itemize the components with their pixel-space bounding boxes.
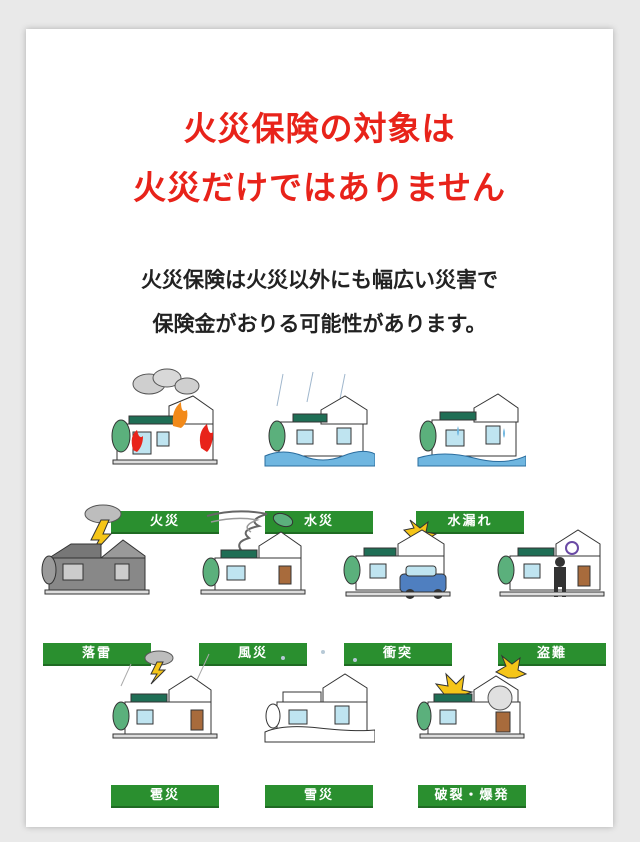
explosion-icon (416, 654, 528, 739)
lightning-icon (41, 504, 150, 595)
peril-label: 破裂・爆発 (418, 785, 526, 808)
headline-line-2: 火災だけではありません (132, 168, 506, 207)
car-crash-icon (343, 519, 451, 599)
peril-label: 衝突 (344, 643, 452, 666)
peril-label: 水災 (265, 511, 373, 534)
water-leak-icon (417, 393, 526, 467)
peril-label: 盗難 (498, 643, 606, 666)
peril-wind: 風災 (197, 500, 309, 666)
fire-icon (111, 368, 218, 465)
headline-line-1: 火災保険の対象は (183, 109, 456, 148)
peril-theft: 盗難 (496, 500, 608, 666)
snow-icon (264, 650, 375, 743)
subtext-line-2: 保険金がおりる可能性があります。 (152, 312, 487, 336)
hail-icon (112, 650, 218, 739)
flood-icon (264, 371, 375, 467)
peril-fire: 火災 (109, 366, 221, 534)
peril-water-leak: 水漏れ (414, 366, 526, 534)
peril-collision: 衝突 (342, 500, 454, 666)
peril-label: 風災 (199, 643, 307, 666)
peril-explosion: 破裂・爆発 (416, 644, 528, 808)
info-card: 火災保険の対象は 火災だけではありません 火災保険は火災以外にも幅広い災害で 保… (26, 29, 613, 827)
peril-hail: 雹災 (109, 644, 221, 808)
peril-label: 水漏れ (416, 511, 524, 534)
subtext-line-1: 火災保険は火災以外にも幅広い災害で (141, 268, 498, 292)
peril-label: 雹災 (111, 785, 219, 808)
peril-label: 雪災 (265, 785, 373, 808)
peril-flood: 水災 (263, 366, 375, 534)
peril-snow: 雪災 (263, 644, 375, 808)
peril-label: 火災 (111, 511, 219, 534)
peril-label: 落雷 (43, 643, 151, 666)
burglar-icon (497, 529, 605, 597)
peril-lightning: 落雷 (41, 500, 153, 666)
tornado-icon (200, 510, 306, 595)
